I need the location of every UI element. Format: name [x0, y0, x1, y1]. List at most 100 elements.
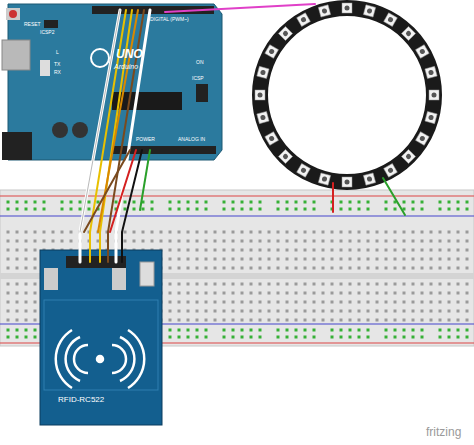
breadboard-hole: [304, 267, 307, 270]
breadboard-hole: [223, 267, 226, 270]
breadboard-hole: [232, 258, 235, 261]
breadboard-hole: [358, 301, 361, 304]
breadboard-hole: [286, 231, 289, 234]
breadboard-hole: [439, 240, 442, 243]
breadboard-hole: [457, 329, 460, 332]
breadboard-hole: [439, 208, 442, 211]
breadboard-hole: [169, 283, 172, 286]
breadboard-hole: [385, 231, 388, 234]
breadboard-hole: [187, 240, 190, 243]
breadboard-hole: [241, 240, 244, 243]
breadboard-hole: [169, 231, 172, 234]
breadboard-hole: [232, 249, 235, 252]
breadboard-hole: [376, 301, 379, 304]
breadboard-hole: [304, 208, 307, 211]
breadboard-hole: [232, 310, 235, 313]
breadboard-hole: [331, 258, 334, 261]
breadboard-hole: [340, 329, 343, 332]
breadboard-hole: [439, 319, 442, 322]
breadboard-hole: [340, 310, 343, 313]
breadboard-hole: [340, 283, 343, 286]
breadboard-hole: [412, 249, 415, 252]
led-pixel: [297, 13, 311, 27]
breadboard-hole: [331, 310, 334, 313]
breadboard-hole: [340, 319, 343, 322]
breadboard-hole: [457, 249, 460, 252]
led-pixel: [265, 132, 279, 146]
breadboard-hole: [223, 240, 226, 243]
breadboard-hole: [196, 201, 199, 204]
breadboard-hole: [412, 240, 415, 243]
breadboard-hole: [448, 208, 451, 211]
breadboard-hole: [277, 258, 280, 261]
breadboard-hole: [187, 292, 190, 295]
breadboard-hole: [322, 283, 325, 286]
breadboard-hole: [250, 336, 253, 339]
breadboard-hole: [349, 310, 352, 313]
led-pixel: [342, 177, 352, 187]
breadboard-hole: [277, 249, 280, 252]
breadboard-hole: [457, 283, 460, 286]
breadboard-hole: [259, 208, 262, 211]
breadboard-hole: [223, 336, 226, 339]
breadboard-hole: [313, 208, 316, 211]
breadboard-hole: [124, 208, 127, 211]
breadboard-hole: [178, 267, 181, 270]
breadboard-hole: [268, 292, 271, 295]
breadboard-hole: [61, 201, 64, 204]
breadboard-hole: [304, 329, 307, 332]
header-label: DIGITAL (PWM~): [150, 17, 189, 22]
breadboard-hole: [214, 240, 217, 243]
led-label: TX: [54, 62, 60, 67]
watermark: fritzing: [426, 426, 461, 438]
breadboard-hole: [250, 319, 253, 322]
breadboard-hole: [421, 301, 424, 304]
led-pixel: [416, 45, 430, 59]
breadboard-hole: [214, 310, 217, 313]
breadboard-hole: [43, 240, 46, 243]
led-pixel: [416, 132, 430, 146]
breadboard-hole: [313, 310, 316, 313]
breadboard-hole: [439, 310, 442, 313]
breadboard-hole: [304, 310, 307, 313]
breadboard-hole: [304, 301, 307, 304]
breadboard-hole: [358, 319, 361, 322]
breadboard-hole: [313, 283, 316, 286]
breadboard-hole: [439, 329, 442, 332]
led-label: L: [56, 50, 59, 55]
breadboard-hole: [367, 301, 370, 304]
breadboard-hole: [430, 319, 433, 322]
breadboard-hole: [367, 231, 370, 234]
breadboard-hole: [7, 301, 10, 304]
breadboard-hole: [403, 249, 406, 252]
breadboard-hole: [25, 336, 28, 339]
breadboard-hole: [34, 249, 37, 252]
breadboard-hole: [232, 208, 235, 211]
breadboard-hole: [196, 240, 199, 243]
breadboard-hole: [133, 208, 136, 211]
breadboard-hole: [439, 258, 442, 261]
breadboard-hole: [187, 336, 190, 339]
breadboard-hole: [340, 258, 343, 261]
breadboard-hole: [340, 249, 343, 252]
breadboard-hole: [322, 240, 325, 243]
breadboard-hole: [286, 301, 289, 304]
breadboard-hole: [196, 267, 199, 270]
breadboard-hole: [304, 319, 307, 322]
breadboard-hole: [178, 292, 181, 295]
breadboard-hole: [421, 249, 424, 252]
breadboard-hole: [340, 301, 343, 304]
breadboard-hole: [466, 319, 469, 322]
breadboard-hole: [286, 336, 289, 339]
breadboard-hole: [34, 283, 37, 286]
breadboard-hole: [304, 240, 307, 243]
breadboard-hole: [268, 310, 271, 313]
breadboard-hole: [448, 240, 451, 243]
breadboard-hole: [205, 267, 208, 270]
breadboard-hole: [340, 267, 343, 270]
breadboard-hole: [43, 208, 46, 211]
breadboard-hole: [448, 201, 451, 204]
breadboard-hole: [241, 267, 244, 270]
breadboard-hole: [322, 310, 325, 313]
breadboard-hole: [367, 208, 370, 211]
